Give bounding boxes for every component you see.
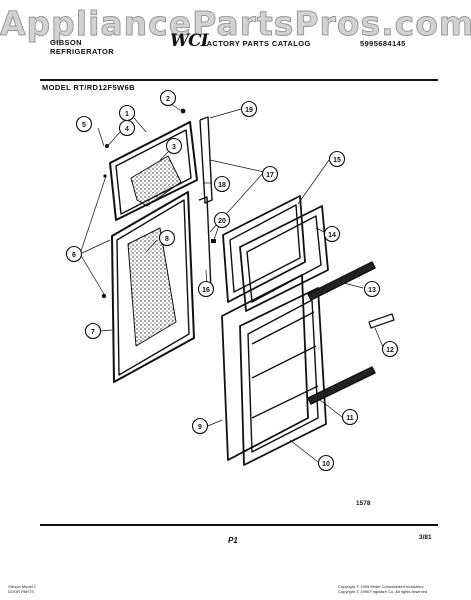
figure-code: 1578 <box>356 500 371 507</box>
callout-19: 19 <box>245 107 253 114</box>
callout-5: 5 <box>82 122 86 129</box>
wci-logo: WCI <box>170 31 209 51</box>
callout-13: 13 <box>368 287 376 294</box>
copyright-line-2: Copyright © 1996 Frigidaire Co. All righ… <box>338 589 428 594</box>
callout-6: 6 <box>72 252 76 259</box>
header-rule <box>40 79 438 81</box>
catalog-number: 5995684145 <box>360 39 406 48</box>
callout-8: 8 <box>165 236 169 243</box>
callout-10: 10 <box>322 461 330 468</box>
footer-rule <box>40 524 438 526</box>
callout-18: 18 <box>218 182 226 189</box>
callout-14: 14 <box>328 232 336 239</box>
callout-12: 12 <box>386 347 394 354</box>
callout-9: 9 <box>198 424 202 431</box>
left-note-2: DOOR PARTS <box>8 589 35 594</box>
callout-1: 1 <box>125 111 129 118</box>
callout-15: 15 <box>333 157 341 164</box>
callout-7: 7 <box>91 329 95 336</box>
product-label: REFRIGERATOR <box>50 47 115 56</box>
brand-label: GIBSON <box>50 38 82 47</box>
callout-17: 17 <box>266 172 274 179</box>
callout-2: 2 <box>166 96 170 103</box>
callout-20: 20 <box>218 218 226 225</box>
callout-3: 3 <box>172 144 176 151</box>
callout-4: 4 <box>125 126 129 133</box>
copyright-line-1: Copyright © 1995 White Consolidated Indu… <box>338 584 424 589</box>
watermark: AppliancePartsPros.com <box>0 4 471 44</box>
left-note-1: Gibson Model 1 <box>8 584 37 589</box>
catalog-title: FACTORY PARTS CATALOG <box>202 39 311 48</box>
revision-date: 3/81 <box>419 534 432 541</box>
callout-16: 16 <box>202 287 210 294</box>
callout-11: 11 <box>346 415 354 422</box>
page-number: P1 <box>228 536 238 545</box>
model-label: MODEL RT/RD12F5W6B <box>42 83 135 92</box>
